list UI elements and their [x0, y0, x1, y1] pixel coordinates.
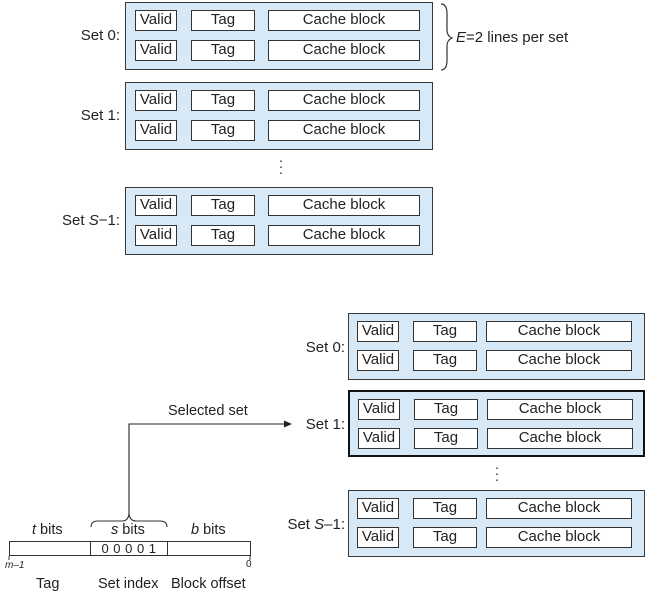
- valid-bit: Valid: [135, 225, 177, 246]
- valid-bit: Valid: [357, 498, 399, 519]
- msb-label: m–1: [5, 560, 25, 571]
- cache-block: Cache block: [486, 527, 632, 548]
- cache-block: Cache block: [268, 195, 420, 216]
- cache-block: Cache block: [487, 428, 633, 449]
- tag-field: Tag: [414, 428, 478, 449]
- tag-field: Tag: [414, 399, 478, 420]
- valid-bit: Valid: [358, 428, 400, 449]
- lines-per-set-label: E=2 lines per set: [456, 29, 569, 46]
- bottom-set-0-panel: Valid Tag Cache block Valid Tag Cache bl…: [348, 313, 645, 380]
- set-index-bits-label: s bits: [111, 522, 145, 538]
- top-set-1-label: Set 1:: [80, 107, 120, 124]
- tag-field: Tag: [413, 527, 477, 548]
- tag-field: Tag: [191, 225, 255, 246]
- bottom-set-0-label: Set 0:: [305, 339, 345, 356]
- valid-bit: Valid: [357, 350, 399, 371]
- valid-bit: Valid: [135, 90, 177, 111]
- field-name-block-offset: Block offset: [171, 576, 246, 592]
- field-name-tag: Tag: [36, 576, 60, 592]
- valid-bit: Valid: [135, 10, 177, 31]
- lsb-label: 0: [246, 559, 252, 570]
- valid-bit: Valid: [135, 40, 177, 61]
- cache-block: Cache block: [486, 321, 632, 342]
- top-set-0-label: Set 0:: [80, 27, 120, 44]
- cache-block: Cache block: [268, 225, 420, 246]
- top-set-last-panel: Valid Tag Cache block Valid Tag Cache bl…: [125, 187, 433, 255]
- valid-bit: Valid: [135, 195, 177, 216]
- address-tag-field: [9, 541, 91, 556]
- cache-block: Cache block: [268, 40, 420, 61]
- ellipsis-dots: ···: [278, 152, 284, 180]
- bottom-set-last-label: Set S–1:: [287, 516, 345, 533]
- selected-set-label: Selected set: [168, 403, 248, 419]
- tag-field: Tag: [413, 321, 477, 342]
- field-name-set-index: Set index: [98, 576, 159, 592]
- cache-block: Cache block: [486, 498, 632, 519]
- tag-field: Tag: [191, 90, 255, 111]
- cache-block: Cache block: [486, 350, 632, 371]
- top-set-0-panel: Valid Tag Cache block Valid Tag Cache bl…: [125, 2, 433, 70]
- valid-bit: Valid: [357, 527, 399, 548]
- valid-bit: Valid: [135, 120, 177, 141]
- cache-block: Cache block: [268, 90, 420, 111]
- tag-field: Tag: [413, 498, 477, 519]
- bottom-set-1-panel-selected: Valid Tag Cache block Valid Tag Cache bl…: [348, 390, 645, 457]
- tag-bits-label: t bits: [32, 522, 63, 538]
- selected-set-arrow-line: [128, 423, 286, 514]
- selected-set-arrowhead: [284, 420, 292, 428]
- bottom-set-1-label: Set 1:: [305, 416, 345, 433]
- valid-bit: Valid: [358, 399, 400, 420]
- valid-bit: Valid: [357, 321, 399, 342]
- cache-block: Cache block: [268, 10, 420, 31]
- top-set-1-panel: Valid Tag Cache block Valid Tag Cache bl…: [125, 82, 433, 150]
- top-set-last-label: Set S−1:: [62, 212, 120, 229]
- tag-field: Tag: [191, 10, 255, 31]
- tag-field: Tag: [191, 120, 255, 141]
- ellipsis-dots: ···: [494, 459, 500, 487]
- address-block-offset-field: [167, 541, 251, 556]
- bottom-set-last-panel: Valid Tag Cache block Valid Tag Cache bl…: [348, 490, 645, 557]
- tag-field: Tag: [191, 40, 255, 61]
- cache-block: Cache block: [268, 120, 420, 141]
- lines-per-set-brace: [440, 3, 454, 71]
- block-offset-bits-label: b bits: [191, 522, 226, 538]
- address-set-index-field: 0 0 0 0 1: [90, 541, 168, 556]
- cache-block: Cache block: [487, 399, 633, 420]
- tag-field: Tag: [191, 195, 255, 216]
- tag-field: Tag: [413, 350, 477, 371]
